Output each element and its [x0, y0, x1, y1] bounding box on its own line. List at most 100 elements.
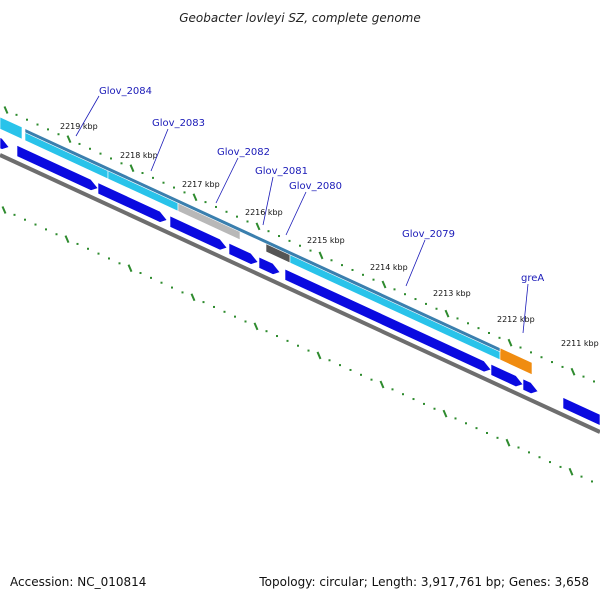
outer-tick — [404, 293, 406, 296]
inner-tick — [127, 264, 133, 273]
inner-tick — [171, 286, 173, 289]
outer-tick — [255, 222, 261, 231]
inner-tick — [370, 378, 373, 381]
genome-backbone — [0, 153, 600, 434]
inner-tick — [202, 301, 205, 304]
outer-tick — [477, 327, 480, 330]
gene-feature — [0, 116, 23, 140]
inner-tick — [496, 436, 499, 439]
outer-tick — [561, 365, 564, 368]
kbp-label: 2211 kbp — [561, 339, 599, 348]
inner-tick — [286, 339, 289, 342]
inner-tick — [559, 465, 562, 468]
inner-tick — [87, 247, 89, 250]
outer-tick — [120, 162, 123, 165]
outer-tick — [204, 201, 207, 204]
outer-tick — [89, 147, 91, 150]
gene-label-glov-2084[interactable]: Glov_2084 — [99, 86, 152, 97]
inner-tick — [181, 291, 184, 294]
outer-tick — [173, 186, 175, 189]
cds-arrow — [490, 363, 524, 388]
inner-tick — [34, 223, 37, 226]
outer-tick — [318, 251, 324, 260]
inner-tick — [433, 407, 436, 410]
inner-tick — [213, 305, 215, 308]
outer-tick — [47, 128, 49, 131]
gene-label-glov-2082[interactable]: Glov_2082 — [217, 147, 270, 158]
cds-track — [0, 137, 600, 426]
outer-tick-ring — [3, 106, 595, 383]
outer-tick — [3, 106, 9, 114]
inner-tick — [150, 276, 152, 279]
inner-tick — [223, 310, 226, 313]
inner-tick — [538, 456, 541, 459]
inner-tick — [465, 422, 467, 425]
outer-tick — [110, 157, 112, 160]
cds-arrow — [562, 396, 600, 426]
inner-tick — [402, 393, 404, 396]
gene-feature — [499, 347, 533, 376]
outer-tick — [362, 273, 364, 276]
outer-tick — [183, 191, 186, 194]
inner-tick — [297, 344, 299, 347]
gene-label-glov-2083[interactable]: Glov_2083 — [152, 118, 205, 129]
outer-tick — [551, 361, 553, 364]
kbp-label: 2218 kbp — [120, 151, 158, 160]
inner-tick — [379, 380, 385, 389]
outer-tick — [129, 164, 135, 173]
gene-track — [0, 116, 533, 376]
inner-tick — [580, 475, 583, 478]
accession-text: Accession: NC_010814 — [10, 575, 146, 589]
inner-tick — [97, 252, 100, 255]
inner-tick — [76, 242, 79, 245]
cds-arrow — [258, 256, 281, 275]
inner-tick — [253, 322, 259, 331]
kbp-label: 2215 kbp — [307, 236, 345, 245]
outer-tick — [570, 367, 576, 376]
inner-tick — [339, 364, 341, 367]
gene-label-grea[interactable]: greA — [521, 273, 544, 284]
inner-tick — [391, 388, 394, 391]
kbp-label: 2219 kbp — [60, 122, 98, 131]
outer-tick — [278, 235, 280, 238]
inner-tick — [190, 293, 196, 302]
inner-tick — [55, 233, 58, 236]
kbp-label: 2216 kbp — [245, 208, 283, 217]
outer-tick — [372, 278, 375, 281]
outer-tick — [498, 336, 501, 339]
outer-tick — [225, 210, 228, 213]
outer-tick — [246, 220, 249, 223]
outer-tick — [341, 264, 343, 267]
outer-tick — [351, 268, 354, 271]
gene-label-glov-2081[interactable]: Glov_2081 — [255, 166, 308, 177]
kbp-label: 2217 kbp — [182, 180, 220, 189]
outer-tick — [467, 322, 469, 325]
outer-tick — [309, 249, 312, 252]
inner-tick — [108, 257, 110, 260]
inner-tick — [64, 235, 70, 243]
outer-tick — [530, 351, 532, 354]
outer-tick — [444, 309, 450, 318]
cds-arrow — [522, 378, 539, 394]
gene-label-glov-2079[interactable]: Glov_2079 — [402, 229, 455, 240]
outer-tick — [593, 380, 595, 383]
outer-tick — [393, 288, 396, 291]
genome-summary-text: Topology: circular; Length: 3,917,761 bp… — [258, 575, 589, 589]
outer-tick — [57, 133, 60, 136]
outer-tick — [162, 181, 165, 184]
map-title: Geobacter lovleyi SZ, complete genome — [179, 11, 421, 25]
gene-labels: Glov_2084 Glov_2083 Glov_2082 Glov_2081 … — [75, 86, 544, 334]
outer-tick — [152, 176, 154, 179]
outer-tick — [15, 113, 18, 116]
outer-tick — [141, 172, 144, 175]
gene-label-glov-2080[interactable]: Glov_2080 — [289, 181, 342, 192]
outer-tick — [236, 215, 238, 218]
outer-tick — [381, 280, 387, 289]
outer-tick — [78, 142, 81, 145]
cds-arrow — [169, 215, 228, 251]
inner-tick — [486, 431, 488, 434]
gene-feature-edge — [24, 128, 501, 353]
cds-arrow — [16, 144, 99, 191]
inner-tick — [307, 349, 310, 352]
